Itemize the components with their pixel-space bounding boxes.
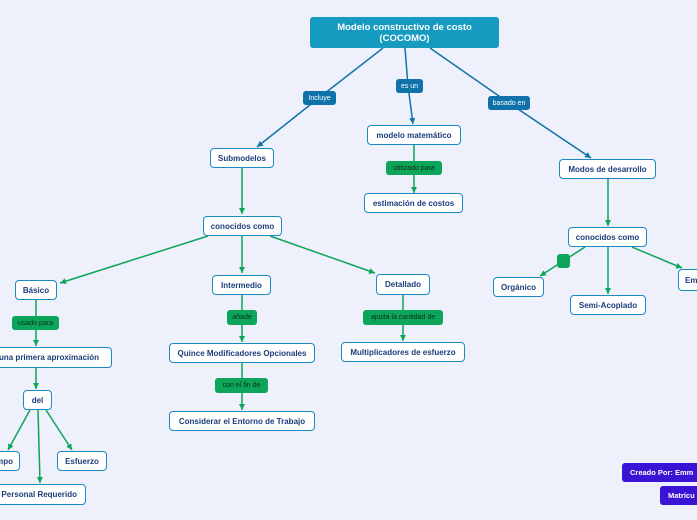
node-esfuerzo[interactable]: Esfuerzo <box>57 451 107 471</box>
node-intermedio[interactable]: Intermedio <box>212 275 271 295</box>
node-empotrado[interactable]: Em <box>678 269 697 291</box>
link-label-con-el-fin-de[interactable]: con el fin de <box>215 378 268 393</box>
node-primera-aproximacion[interactable]: una primera aproximación <box>0 347 112 368</box>
node-multiplicadores-esfuerzo[interactable]: Multiplicadores de esfuerzo <box>341 342 465 362</box>
link-label-basado-en[interactable]: basado en <box>488 96 530 110</box>
root-node[interactable]: Modelo constructivo de costo (COCOMO) <box>310 17 499 48</box>
root-title-line1: Modelo constructivo de costo <box>337 21 472 33</box>
link-label-es-un[interactable]: es un <box>396 79 423 93</box>
node-organico[interactable]: Orgánico <box>493 277 544 297</box>
link-label-usado-para[interactable]: usado para <box>12 316 59 330</box>
node-considerar-entorno[interactable]: Considerar el Entorno de Trabajo <box>169 411 315 431</box>
credit-matricula: Matrícu <box>660 486 697 505</box>
node-basico[interactable]: Básico <box>15 280 57 300</box>
node-conocidos-como-submodelos[interactable]: conocidos como <box>203 216 282 236</box>
node-conocidos-como-modos[interactable]: conocidos como <box>568 227 647 247</box>
link-label-empty[interactable] <box>557 254 570 268</box>
node-quince-modificadores[interactable]: Quince Modificadores Opcionales <box>169 343 315 363</box>
node-personal-requerido[interactable]: Personal Requerido <box>0 484 86 505</box>
node-del[interactable]: del <box>23 390 52 410</box>
node-submodelos[interactable]: Submodelos <box>210 148 274 168</box>
node-detallado[interactable]: Detallado <box>376 274 430 295</box>
link-label-anade[interactable]: añade <box>227 310 257 325</box>
node-tiempo[interactable]: mpo <box>0 451 20 471</box>
node-estimacion-costos[interactable]: estimación de costos <box>364 193 463 213</box>
node-semi-acoplado[interactable]: Semi-Acoplado <box>570 295 646 315</box>
link-label-utilizado-para[interactable]: utilizado para <box>386 161 442 175</box>
node-modos-desarrollo[interactable]: Modos de desarrollo <box>559 159 656 179</box>
link-label-ajusta-cantidad[interactable]: ajusta la cantidad de <box>363 310 443 325</box>
credit-creado-por: Creado Por: Emm <box>622 463 697 482</box>
root-title-line2: (COCOMO) <box>379 32 430 44</box>
node-modelo-matematico[interactable]: modelo matemático <box>367 125 461 145</box>
link-label-incluye[interactable]: Incluye <box>303 91 336 105</box>
